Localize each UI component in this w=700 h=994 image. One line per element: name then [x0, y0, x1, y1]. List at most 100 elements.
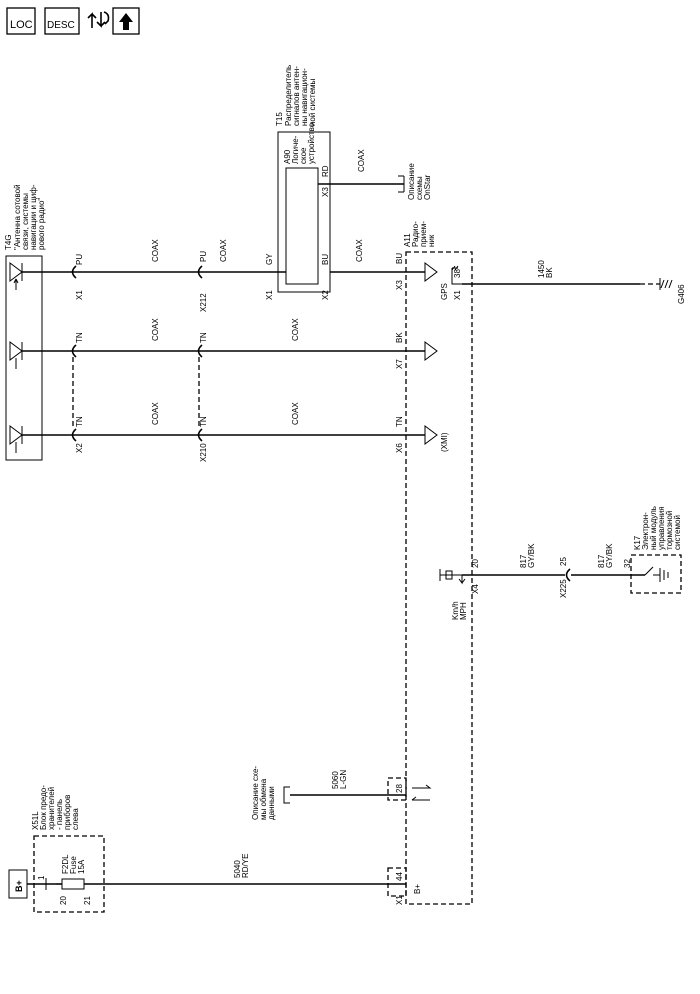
svg-text:слева: слева	[71, 808, 80, 830]
onstar-label: Описание схемы OnStar	[407, 163, 432, 200]
wire-color: BU	[321, 254, 330, 265]
k17-box	[630, 554, 682, 594]
svg-text:Радио-: Радио-	[411, 221, 420, 247]
connector-label: X6	[395, 443, 404, 453]
fuse-label: F2DL Fuse 15A	[61, 854, 86, 874]
wire-color: TN	[199, 416, 208, 427]
up-arrow-icon	[119, 13, 133, 30]
svg-text:системой: системой	[673, 515, 682, 550]
wire-color: TN	[199, 332, 208, 343]
antenna-icon	[9, 262, 23, 453]
svg-text:A11: A11	[403, 233, 412, 247]
wire-type: COAX	[151, 402, 160, 425]
circuit-number: 5040	[233, 860, 242, 878]
svg-text:рового радио": рового радио"	[37, 198, 46, 250]
antenna-input-icon	[424, 262, 438, 445]
a90-label: A90 Логиче- ское устройство	[283, 122, 316, 164]
svg-text:Блок предо-: Блок предо-	[39, 785, 48, 830]
service-button[interactable]	[87, 11, 110, 28]
fuse-icon	[61, 878, 85, 890]
connector-label: X225	[559, 579, 568, 598]
internal-ground-icon	[451, 265, 462, 285]
wire-type: COAX	[291, 318, 300, 341]
svg-text:X51L: X51L	[31, 811, 40, 830]
wire-color: PU	[199, 251, 208, 262]
svg-text:навигации и циф-: навигации и циф-	[29, 184, 38, 250]
connector-x210-icon	[197, 428, 203, 442]
desc-icon: DESC	[47, 20, 75, 31]
svg-text:данными: данными	[267, 786, 276, 820]
connector-x225-icon	[565, 568, 571, 582]
connector-x2-icon	[71, 428, 77, 442]
connector-icon	[197, 344, 203, 358]
svg-text:T15: T15	[275, 112, 284, 126]
bplus-label: B+	[413, 884, 422, 894]
svg-text:- панель: - панель	[55, 799, 64, 830]
svg-text:управления: управления	[657, 506, 666, 550]
svg-text:T4G: T4G	[4, 234, 13, 250]
svg-text:ник: ник	[427, 234, 436, 247]
speed-input-icon	[439, 569, 466, 585]
pin-label: 32	[623, 559, 632, 568]
wire-color: RD/YE	[241, 854, 250, 878]
svg-text:Fuse: Fuse	[69, 856, 78, 874]
a90-box	[285, 167, 319, 285]
pin-label: X1	[265, 290, 274, 300]
speed-unit-label: Km/h	[451, 601, 460, 620]
pin-label: 1	[37, 875, 46, 880]
x51l-box	[33, 835, 105, 913]
service-icon	[87, 11, 110, 28]
pin-label: 28	[395, 784, 404, 793]
wire-color: TN	[75, 332, 84, 343]
ground-icon	[659, 278, 673, 290]
wire-color: L-GN	[339, 770, 348, 789]
svg-text:связи, системы: связи, системы	[21, 193, 30, 250]
up-arrow-button[interactable]	[112, 7, 140, 35]
svg-text:Описание: Описание	[407, 163, 416, 200]
a11-box	[405, 251, 473, 905]
wire-color: GY/BK	[605, 543, 614, 568]
wire-color: TN	[75, 416, 84, 427]
loc-button[interactable]: LOC	[6, 7, 36, 35]
svg-text:15A: 15A	[77, 859, 86, 874]
ground-ref: G406	[677, 284, 686, 304]
svg-text:Распределитель: Распределитель	[284, 65, 293, 126]
svg-text:"Антенна сотовой: "Антенна сотовой	[13, 184, 22, 250]
pin-label: 38	[453, 269, 462, 278]
circuit-number: 1450	[537, 260, 546, 278]
connector-x212-icon	[197, 265, 203, 279]
svg-text:K17: K17	[633, 535, 642, 550]
svg-text:ной системы: ной системы	[308, 78, 317, 126]
svg-text:F2DL: F2DL	[61, 854, 70, 874]
pin-label: 44	[395, 872, 404, 881]
data-link-label: Описание схе- мы обмена данными	[251, 766, 276, 820]
svg-text:сигналов антен-: сигналов антен-	[292, 66, 301, 126]
svg-text:A90: A90	[283, 149, 292, 164]
connector-label: X210	[199, 443, 208, 462]
pin-label: 20	[471, 559, 480, 568]
t15-label: T15 Распределитель сигналов антен- ны на…	[275, 65, 317, 126]
t4g-label: T4G "Антенна сотовой связи, системы нави…	[4, 184, 46, 250]
pin-label: X2	[321, 290, 330, 300]
wire-type: COAX	[357, 149, 366, 172]
svg-text:тормозной: тормозной	[665, 511, 674, 550]
connector-label: X1	[395, 895, 404, 905]
wire-type: COAX	[355, 239, 364, 262]
circuit-number: 817	[597, 554, 606, 568]
desc-button[interactable]: DESC	[44, 7, 80, 35]
connector-x1-icon	[71, 265, 77, 279]
pin-label: 21	[83, 896, 92, 905]
onstar-reference-bracket	[398, 176, 405, 192]
svg-text:Логиче-: Логиче-	[291, 135, 300, 164]
svg-text:прием-: прием-	[419, 221, 428, 247]
connector-label: X2	[75, 443, 84, 453]
speed-unit-label: MPH	[459, 602, 468, 620]
gps-label: GPS	[440, 283, 449, 300]
loc-icon: LOC	[10, 19, 33, 31]
t15-box	[277, 131, 331, 293]
connector-icon	[71, 344, 77, 358]
wire-color: GY	[265, 253, 274, 265]
pin-box	[387, 867, 407, 897]
connector-label: X4	[471, 584, 480, 594]
